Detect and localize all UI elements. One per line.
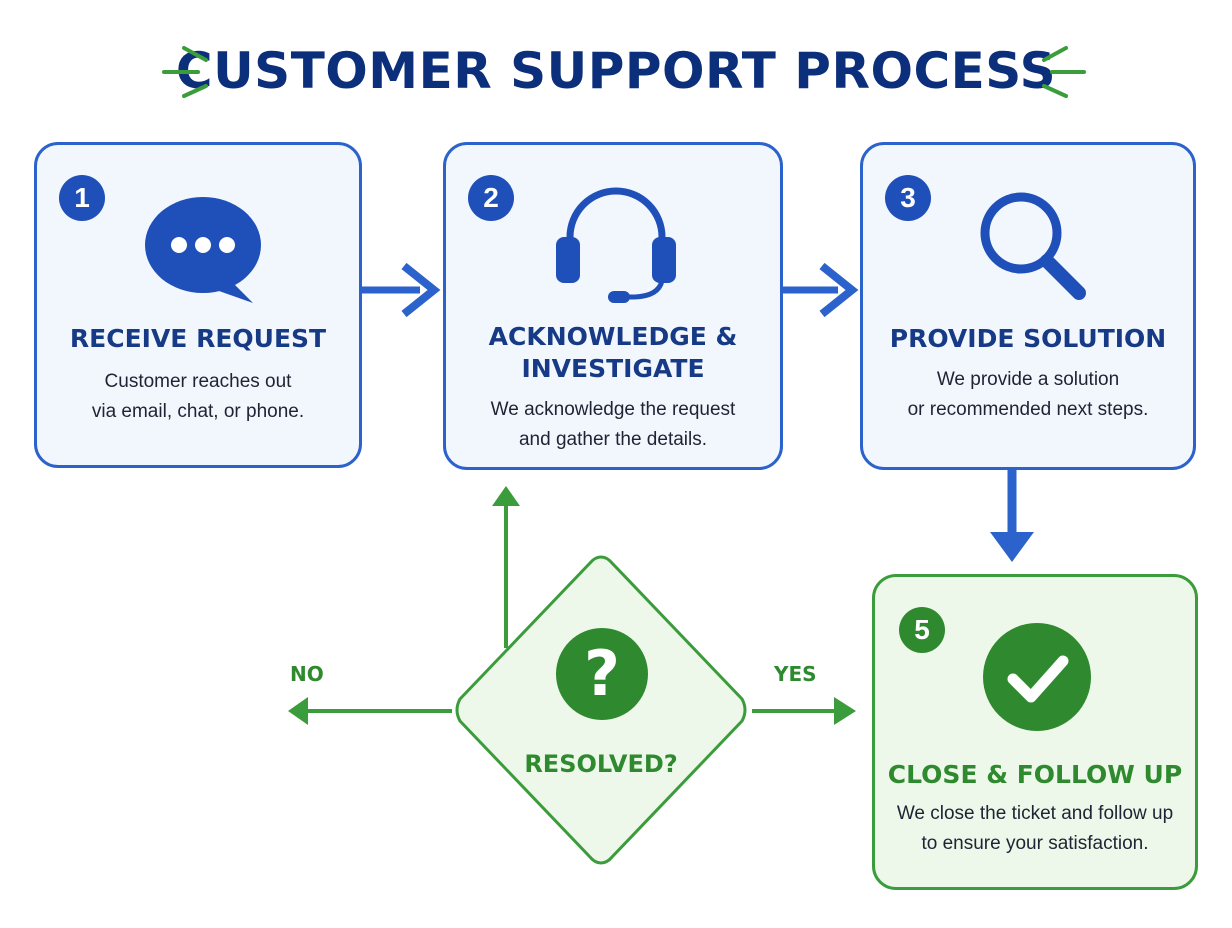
left-sparkle-icon xyxy=(162,46,208,98)
branch-label-yes: YES xyxy=(774,662,817,686)
step-number-badge: 1 xyxy=(59,175,105,221)
arrow-decision-to-step2 xyxy=(492,486,520,648)
right-sparkle-icon xyxy=(1042,46,1086,98)
step-description-line: or recommended next steps. xyxy=(907,399,1149,420)
arrow-step3-to-step5 xyxy=(990,470,1034,562)
checkmark-icon xyxy=(983,623,1091,731)
step-card-provide-solution: 3 PROVIDE SOLUTION We provide a solution… xyxy=(860,142,1196,470)
step-description-line: Customer reaches out xyxy=(104,371,292,392)
step-description-line: We acknowledge the request xyxy=(490,399,736,420)
step-number-badge: 5 xyxy=(899,607,945,653)
step-description-line: to ensure your satisfaction. xyxy=(921,833,1149,854)
step-title: PROVIDE SOLUTION xyxy=(889,324,1167,353)
step-description-line: We provide a solution xyxy=(936,369,1120,390)
question-icon: ? xyxy=(556,628,648,720)
step-description-line: We close the ticket and follow up xyxy=(896,803,1174,824)
step-number-badge: 3 xyxy=(885,175,931,221)
step-title-line: ACKNOWLEDGE & xyxy=(488,322,738,351)
page-title: CUSTOMER SUPPORT PROCESS xyxy=(175,42,1057,100)
arrow-decision-no xyxy=(288,697,452,725)
magnifier-icon xyxy=(980,192,1086,300)
arrow-decision-yes xyxy=(752,697,856,725)
step-description-line: via email, chat, or phone. xyxy=(91,401,305,422)
step-title: RECEIVE REQUEST xyxy=(69,324,327,353)
decision-label: RESOLVED? xyxy=(524,750,678,778)
step-number-badge: 2 xyxy=(468,175,514,221)
arrow-step2-to-step3 xyxy=(782,262,859,318)
branch-label-no: NO xyxy=(290,662,324,686)
step-title-line: INVESTIGATE xyxy=(521,354,705,383)
arrow-step1-to-step2 xyxy=(362,262,441,318)
headset-icon xyxy=(556,187,676,303)
step-card-receive-request: 1 RECEIVE REQUEST Customer reaches out v… xyxy=(34,142,362,468)
step-title: CLOSE & FOLLOW UP xyxy=(887,760,1183,789)
chat-bubble-icon xyxy=(145,197,261,303)
step-card-close-follow-up: 5 CLOSE & FOLLOW UP We close the ticket … xyxy=(872,574,1198,890)
step-card-acknowledge-investigate: 2 ACKNOWLEDGE & INVESTIGATE We acknowled… xyxy=(443,142,783,470)
step-description-line: and gather the details. xyxy=(518,429,708,450)
